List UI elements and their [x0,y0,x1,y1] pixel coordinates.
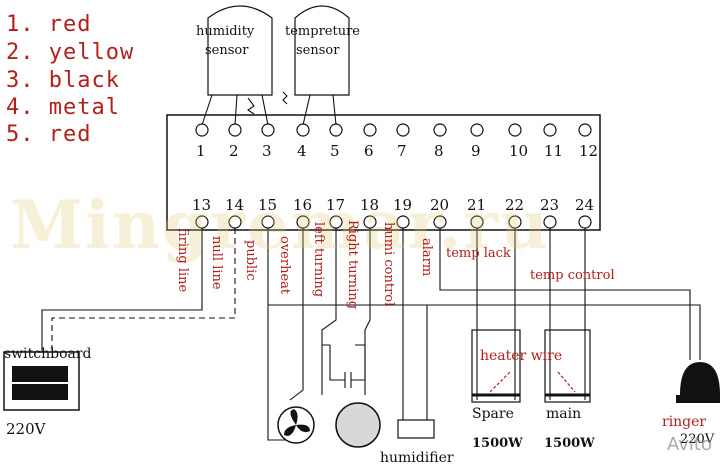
wires [41,228,701,441]
pin-label-11: 11 [544,142,564,160]
pin-label-22: 22 [505,196,525,214]
main-power: 1500W [544,436,595,451]
pin-label-15: 15 [258,196,278,214]
legend-item-5: 5. red [6,122,92,147]
pin-label-2: 2 [229,142,239,160]
terminal-24 [578,215,592,229]
public-label: public [243,240,258,281]
humi-control-label: humi control [381,222,396,307]
ringer-label: ringer [662,414,707,430]
terminal-4 [296,123,310,137]
legend-item-4: 4. metal [6,95,120,120]
controller-board [166,114,601,231]
ringer-voltage: 220V [680,432,715,447]
pin-label-12: 12 [579,142,599,160]
terminal-11 [543,123,557,137]
firing-line-label: firing line [175,228,190,293]
temp-lack-label: temp lack [446,246,511,261]
pin-label-23: 23 [540,196,560,214]
pin-label-4: 4 [297,142,307,160]
terminal-8 [433,123,447,137]
terminal-3 [261,123,275,137]
temperature-sensor-label-2: sensor [296,43,340,58]
spare-power: 1500W [472,436,523,451]
ringer-icon [680,362,720,395]
overheat-label: overheat [277,236,292,295]
terminal-10 [508,123,522,137]
watermark: Mingremar.ru [10,186,551,264]
pin-label-3: 3 [262,142,272,160]
legend-item-2: 2. yellow [6,40,135,65]
humidifier-icon [397,419,435,439]
top-terminals [195,123,592,137]
heater-wire-label: heater wire [480,348,563,364]
pin-label-1: 1 [196,142,206,160]
switchboard-label: switchboard [4,346,92,362]
alarm-label: alarm [419,238,434,277]
pin-label-7: 7 [397,142,407,160]
sensor-leads [201,91,337,126]
legend-item-3: 3. black [6,68,120,93]
pin-label-17: 17 [326,196,346,214]
legend-item-1: 1. red [6,12,92,37]
switchboard-voltage: 220V [6,420,46,438]
spare-label: Spare [472,406,514,422]
terminal-5 [329,123,343,137]
temperature-sensor-label-1: tempreture [285,24,360,39]
pin-label-5: 5 [330,142,340,160]
terminal-6 [363,123,377,137]
left-turning-label: left turning [311,222,326,298]
pin-label-14: 14 [225,196,245,214]
turning-motor-icon [335,402,381,448]
main-label: main [546,406,582,422]
pin-label-16: 16 [293,196,313,214]
terminal-2 [228,123,242,137]
temp-control-label: temp control [530,268,615,283]
pin-label-19: 19 [393,196,413,214]
pin-label-9: 9 [471,142,481,160]
spare-heater-box [471,329,521,403]
null-line-label: null line [209,236,224,290]
pin-label-6: 6 [364,142,374,160]
temperature-sensor-body [294,5,350,96]
terminal-1 [195,123,209,137]
humidity-sensor-body [207,5,273,96]
humidity-sensor-label-2: sensor [205,43,249,58]
pin-label-13: 13 [192,196,212,214]
terminal-9 [470,123,484,137]
right-turning-label: Right turning [345,220,360,310]
pin-label-18: 18 [360,196,380,214]
pin-label-8: 8 [434,142,444,160]
terminal-12 [578,123,592,137]
pin-label-20: 20 [430,196,450,214]
main-heater-box [544,329,591,403]
humidifier-label: humidifier [380,450,454,466]
terminal-7 [396,123,410,137]
humidity-sensor-label-1: humidity [196,24,255,39]
pin-label-21: 21 [467,196,487,214]
pin-label-10: 10 [509,142,529,160]
pin-label-24: 24 [575,196,595,214]
avito-badge: Avito [667,434,712,455]
